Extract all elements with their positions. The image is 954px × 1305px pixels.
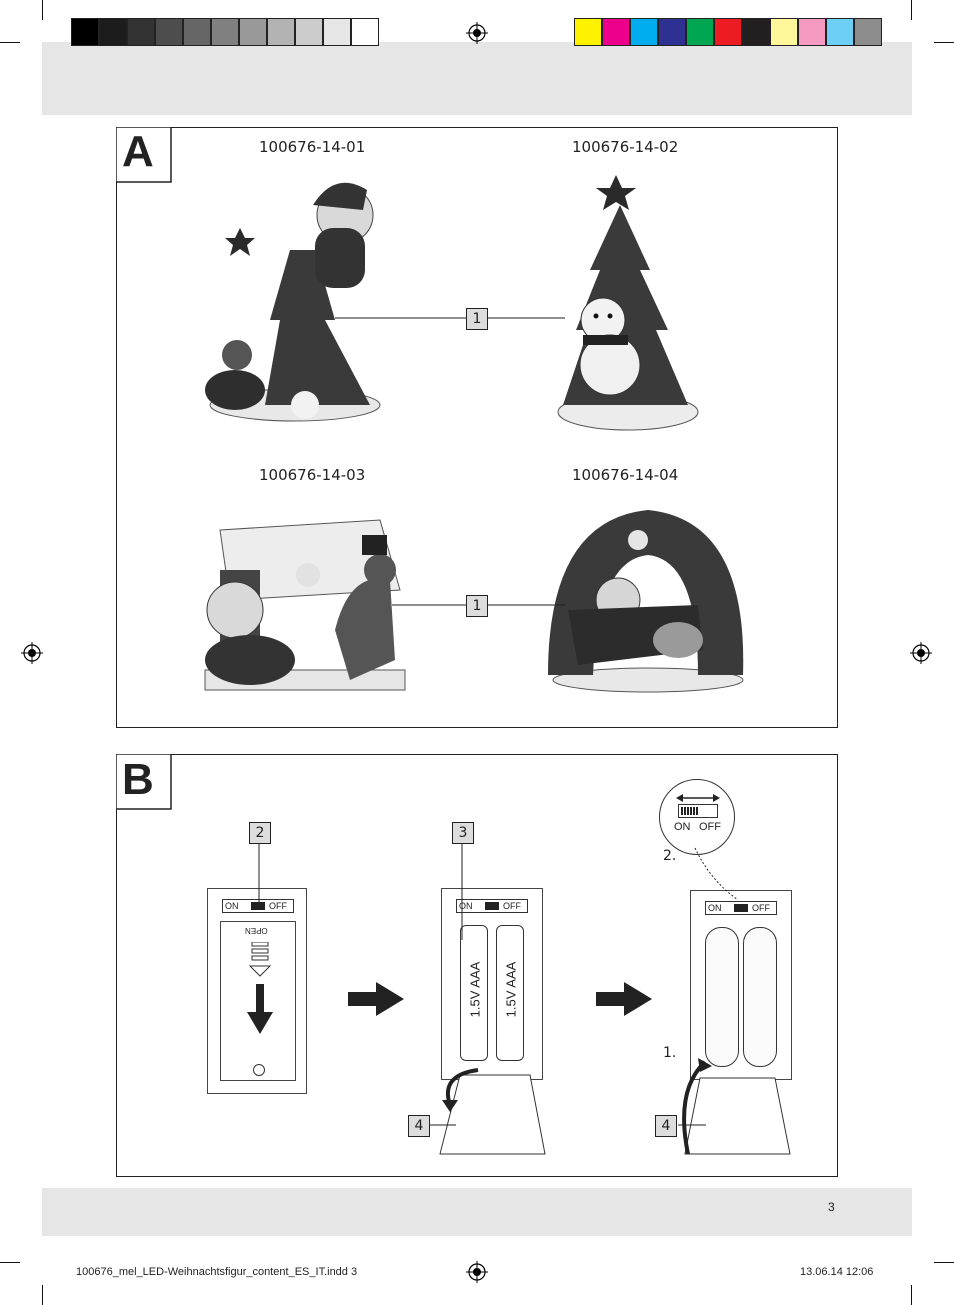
crop-mark	[911, 1285, 912, 1305]
color-swatch	[99, 18, 127, 46]
color-swatch	[295, 18, 323, 46]
house-reindeer-figurine-image	[204, 519, 406, 691]
switch-off-label: OFF	[503, 901, 521, 911]
color-swatch	[742, 18, 770, 46]
switch-off-label: OFF	[752, 903, 770, 913]
callout-4-right: 4	[655, 1115, 677, 1137]
color-swatch	[826, 18, 854, 46]
battery-case-closed: ON OFF OPEN	[207, 888, 307, 1094]
zoom-on-label: ON	[674, 821, 691, 833]
print-date-time: 13.06.14 12:06	[800, 1266, 874, 1278]
crop-mark	[0, 1262, 20, 1263]
callout-1-bottom: 1	[466, 595, 488, 617]
color-swatch	[798, 18, 826, 46]
battery-lid[interactable]: OPEN	[220, 921, 296, 1081]
color-swatch	[127, 18, 155, 46]
battery-2-label: 1.5V AAA	[503, 961, 519, 1018]
color-swatch	[602, 18, 630, 46]
callout-3: 3	[452, 822, 474, 844]
right-arrow-icon	[596, 982, 652, 1016]
leader-lines-b3	[678, 847, 739, 1126]
lid-open-label: OPEN	[245, 926, 268, 935]
switch-on-label: ON	[708, 903, 722, 913]
color-swatch	[323, 18, 351, 46]
color-swatch	[854, 18, 882, 46]
section-a-figures	[116, 127, 838, 728]
leader-lines-b1	[258, 842, 260, 905]
switch-strip: ON OFF	[456, 899, 528, 913]
crop-mark	[911, 0, 912, 20]
color-swatch	[686, 18, 714, 46]
switch-zoom-detail: ON OFF	[659, 779, 735, 855]
crop-mark	[42, 1285, 43, 1305]
switch-off-label: OFF	[269, 901, 287, 911]
color-swatch	[183, 18, 211, 46]
page-number: 3	[828, 1200, 835, 1214]
callout-1-top: 1	[466, 308, 488, 330]
tree-snowman-figurine-image	[557, 175, 699, 431]
zoom-switch-knob	[681, 807, 699, 815]
registration-mark-icon	[910, 642, 932, 664]
crop-mark	[934, 1262, 954, 1263]
section-b-tab	[116, 754, 172, 810]
lid-latch	[253, 1064, 265, 1076]
section-b-battery-instructions	[116, 754, 838, 1177]
registration-mark-icon	[466, 1261, 488, 1283]
switch-strip: ON OFF	[222, 899, 294, 913]
step-1-label: 1.	[663, 1045, 677, 1061]
crop-mark	[42, 0, 43, 20]
switch-knob[interactable]	[251, 902, 265, 910]
section-a-tab	[116, 127, 172, 183]
switch-knob[interactable]	[485, 902, 499, 910]
color-swatch	[211, 18, 239, 46]
battery-4	[743, 927, 777, 1067]
battery-case-final: ON OFF	[690, 890, 792, 1080]
switch-knob[interactable]	[734, 904, 748, 912]
lid-reinsert-illustration	[439, 1068, 546, 1155]
left-right-arrow-icon	[676, 794, 720, 802]
color-swatch	[574, 18, 602, 46]
color-swatch	[714, 18, 742, 46]
callout-4-middle: 4	[408, 1115, 430, 1137]
color-swatch	[267, 18, 295, 46]
switch-strip: ON OFF	[705, 901, 777, 915]
color-swatch	[770, 18, 798, 46]
battery-3	[705, 927, 739, 1067]
zoom-switch-body	[678, 804, 718, 818]
color-swatch	[71, 18, 99, 46]
switch-on-label: ON	[225, 901, 239, 911]
callout-2: 2	[249, 822, 271, 844]
lid-close-illustration	[682, 1058, 791, 1155]
section-a-letter: A	[122, 127, 154, 176]
leader-lines-a	[335, 317, 565, 606]
section-b-letter: B	[122, 755, 154, 804]
arch-santa-figurine-image	[548, 510, 744, 693]
model-number-04: 100676-14-04	[572, 466, 679, 484]
down-arrow-icon	[247, 942, 273, 1034]
color-swatch	[658, 18, 686, 46]
crop-mark	[0, 42, 20, 43]
right-arrow-icon	[348, 982, 404, 1016]
model-number-01: 100676-14-01	[259, 138, 366, 156]
color-swatch	[630, 18, 658, 46]
santa-tree-figurine-image	[205, 182, 381, 422]
leader-lines-b2	[428, 842, 463, 1126]
step-2-label: 2.	[663, 848, 677, 864]
footer-band	[42, 1188, 912, 1236]
header-band	[42, 42, 912, 115]
battery-1: 1.5V AAA	[460, 925, 488, 1061]
crop-mark	[934, 42, 954, 43]
zoom-off-label: OFF	[699, 821, 721, 833]
battery-2: 1.5V AAA	[496, 925, 524, 1061]
color-swatch	[351, 18, 379, 46]
registration-mark-icon	[21, 642, 43, 664]
registration-mark-icon	[466, 22, 488, 44]
color-swatch	[239, 18, 267, 46]
color-swatch	[155, 18, 183, 46]
model-number-02: 100676-14-02	[572, 138, 679, 156]
switch-on-label: ON	[459, 901, 473, 911]
file-info: 100676_mel_LED-Weihnachtsfigur_content_E…	[76, 1266, 358, 1278]
model-number-03: 100676-14-03	[259, 466, 366, 484]
